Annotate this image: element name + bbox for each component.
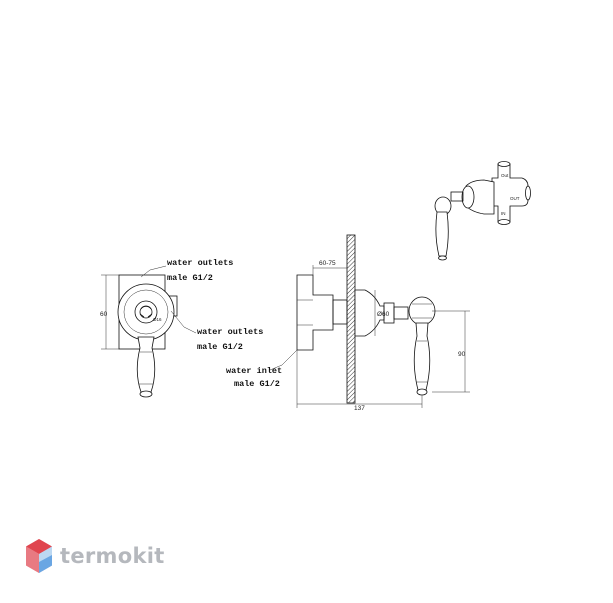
label-outlets-top-line1: water outlets [167, 258, 233, 268]
label-inlet-line2: male G1/2 [234, 379, 280, 389]
iso-tag-out: Out [501, 173, 509, 178]
label-outlets-side-line2: male G1/2 [197, 342, 243, 352]
front-height-dimension: 60 [100, 311, 108, 318]
label-outlets-side-line1: water outlets [197, 327, 263, 337]
label-outlets-top-line2: male G1/2 [167, 273, 213, 283]
side-height-dimension: 90 [458, 351, 466, 358]
iso-tag-outlet: OUT [510, 196, 520, 201]
brand-logo: termokit [24, 538, 165, 574]
iso-tag-in: IN [501, 211, 506, 216]
front-view: 60 Ø16 water outlets male G1/2 water out… [100, 258, 263, 398]
front-center-dimension: Ø16 [153, 317, 162, 322]
wall-section [346, 234, 356, 404]
side-view: 60-75 Ø60 90 137 water inlet male G1/2 [226, 234, 470, 412]
brand-name: termokit [60, 544, 165, 568]
isometric-view: Out IN OUT [434, 161, 531, 261]
brand-hexagon-icon [26, 539, 52, 573]
escutcheon-diameter: Ø60 [377, 311, 390, 318]
label-inlet-line1: water inlet [226, 366, 282, 376]
total-width-dimension: 137 [354, 405, 365, 412]
wall-depth-dimension: 60-75 [319, 260, 336, 267]
